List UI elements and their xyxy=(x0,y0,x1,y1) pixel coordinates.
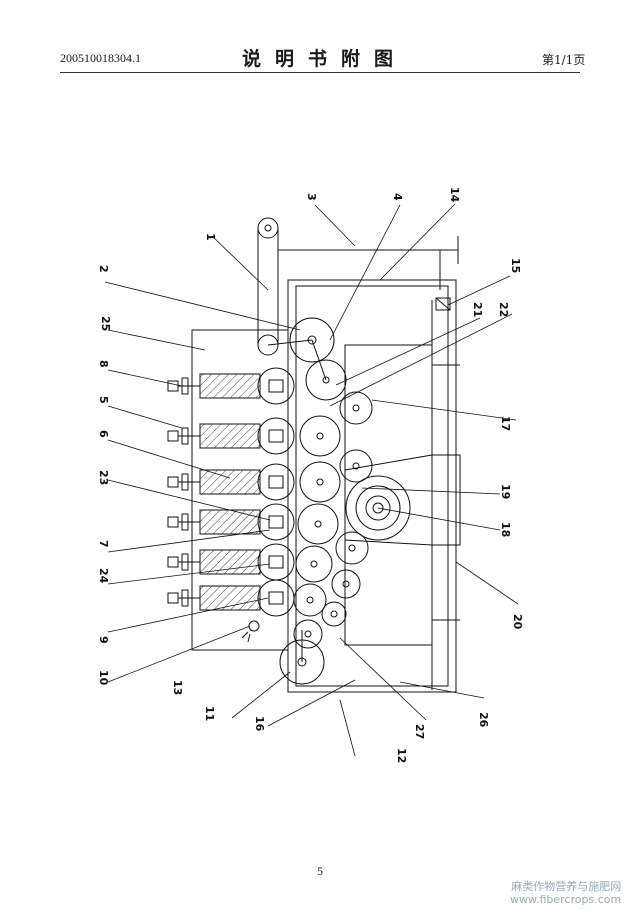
label-14: 14 xyxy=(448,187,461,203)
label-4: 4 xyxy=(391,193,404,201)
label-10: 10 xyxy=(97,670,110,686)
label-3: 3 xyxy=(305,193,318,201)
label-19: 19 xyxy=(499,484,512,499)
watermark: 麻类作物营养与施肥网 www.fibercrops.com xyxy=(510,880,621,906)
middle-rollers xyxy=(293,359,347,649)
label-8: 8 xyxy=(97,360,110,368)
label-5: 5 xyxy=(97,396,110,404)
label-25: 25 xyxy=(99,316,112,331)
label-13: 13 xyxy=(171,680,184,695)
inner-rollers xyxy=(321,391,373,627)
pressing-rollers xyxy=(257,367,295,617)
label-7: 7 xyxy=(97,540,110,548)
large-gear xyxy=(344,454,433,546)
label-26: 26 xyxy=(477,712,490,728)
top-belt-assembly xyxy=(257,217,459,356)
page-title: 说明书附图 xyxy=(242,48,408,70)
label-24: 24 xyxy=(97,568,110,584)
leader-lines xyxy=(104,203,519,757)
label-6: 6 xyxy=(97,430,110,438)
label-12: 12 xyxy=(395,748,408,763)
reference-labels: 1 2 3 4 14 15 25 21 22 8 5 17 6 23 19 18… xyxy=(97,187,524,763)
label-15: 15 xyxy=(509,258,522,273)
label-16: 16 xyxy=(253,716,266,732)
header-rule xyxy=(60,72,580,73)
label-20: 20 xyxy=(511,614,524,630)
application-number: 200510018304.1 xyxy=(60,51,141,65)
label-11: 11 xyxy=(203,706,216,721)
watermark-line-1: 麻类作物营养与施肥网 xyxy=(511,880,622,893)
label-21: 21 xyxy=(471,302,484,317)
label-17: 17 xyxy=(499,416,512,431)
label-1: 1 xyxy=(204,233,217,241)
label-23: 23 xyxy=(97,470,110,485)
label-9: 9 xyxy=(97,636,110,644)
label-2: 2 xyxy=(97,265,110,273)
label-18: 18 xyxy=(499,522,512,537)
label-27: 27 xyxy=(413,724,426,739)
page-number: 5 xyxy=(317,864,323,878)
spray-nozzle xyxy=(241,620,260,643)
label-22: 22 xyxy=(497,302,510,317)
page-indicator: 第1/1页 xyxy=(542,53,586,67)
drive-rollers xyxy=(267,317,335,685)
watermark-line-2: www.fibercrops.com xyxy=(510,893,622,906)
